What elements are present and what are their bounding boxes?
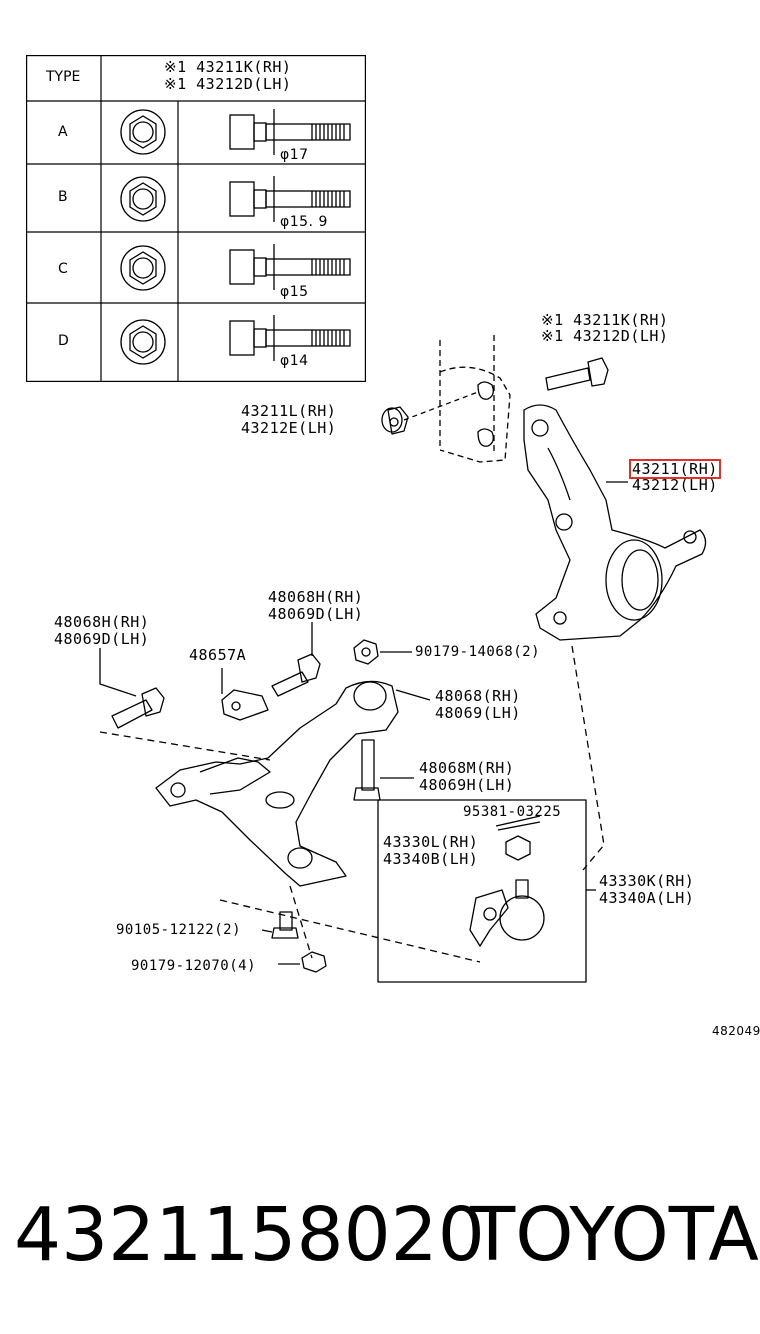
- hex-head-icon-c: [120, 245, 166, 291]
- table-row-c-dim: φ15: [280, 284, 309, 300]
- callout-bolt-left-rh: 48068H(RH): [54, 613, 150, 631]
- callout-knuckle-lh: 43212(LH): [632, 476, 718, 494]
- table-row-c-type: C: [58, 261, 68, 277]
- lower-control-arm: [155, 680, 399, 887]
- table-grid: [26, 55, 366, 382]
- callout-bolt-top-lh: ※1 43212D(LH): [541, 327, 669, 345]
- nut-43211l-icon: [381, 406, 409, 435]
- callout-arm-rh: 48068(RH): [435, 687, 521, 705]
- callout-nut-rh: 43211L(RH): [241, 402, 337, 420]
- callout-balljoint-nut-rh: 43330L(RH): [383, 833, 479, 851]
- table-header-part-rh: ※1 43211K(RH): [164, 58, 292, 76]
- table-row-a-type: A: [58, 124, 68, 140]
- suspension-exploded-view: [99, 335, 707, 983]
- callout-nut-90179-12070: 90179-12070(4): [131, 958, 257, 974]
- table-row-a-dim: φ17: [280, 147, 309, 163]
- hex-head-icon-b: [120, 176, 166, 222]
- callout-bolt-top-rh: ※1 43211K(RH): [541, 311, 669, 329]
- steering-knuckle: [523, 404, 707, 641]
- balljoint-detail-box: [377, 799, 587, 983]
- part-number: 4321158020: [14, 1192, 485, 1278]
- table-row-d-type: D: [58, 333, 69, 349]
- bolt-side-views: [229, 109, 351, 361]
- strut-bracket: [477, 381, 494, 447]
- table-header-type: TYPE: [46, 69, 81, 85]
- bolt-43211k-icon: [545, 357, 609, 391]
- bolt-48068h-mid-icon: [271, 653, 321, 697]
- ball-joint-icon: [469, 879, 545, 947]
- table-header-part-lh: ※1 43212D(LH): [164, 75, 292, 93]
- callout-cotter-pin: 95381-03225: [463, 804, 562, 820]
- nut-90179-14068-icon: [353, 639, 379, 665]
- callout-bolt-90105: 90105-12122(2): [116, 922, 242, 938]
- callout-balljoint-nut-lh: 43340B(LH): [383, 850, 479, 868]
- table-row-d-dim: φ14: [280, 353, 309, 369]
- table-row-b-type: B: [58, 189, 68, 205]
- callout-stud-rh: 48068M(RH): [419, 759, 515, 777]
- strut-outline: [439, 335, 511, 463]
- callout-bolt-left-lh: 48069D(LH): [54, 630, 150, 648]
- callout-knuckle-rh-highlighted: 43211(RH): [629, 459, 721, 479]
- table-row-b-dim: φ15. 9: [280, 214, 328, 230]
- castle-nut-icon: [505, 835, 531, 861]
- callout-balljoint-rh: 43330K(RH): [599, 872, 695, 890]
- cotter-pin-icon: [495, 815, 541, 831]
- stud-48068m-icon: [353, 739, 381, 801]
- callout-bolt-mid-lh: 48069D(LH): [268, 605, 364, 623]
- callout-stud-lh: 48069H(LH): [419, 776, 515, 794]
- callout-arm-lh: 48069(LH): [435, 704, 521, 722]
- bolt-90105-icon: [271, 911, 299, 939]
- bracket-48657a-icon: [221, 689, 269, 721]
- callout-nut-lh: 43212E(LH): [241, 419, 337, 437]
- callout-bracket: 48657A: [189, 646, 247, 664]
- callout-bolt-mid-rh: 48068H(RH): [268, 588, 364, 606]
- brand-name: TOYOTA: [470, 1192, 759, 1278]
- nut-90179-12070-icon: [301, 951, 327, 973]
- bolt-48068h-left-icon: [111, 687, 165, 729]
- hex-head-icon-d: [120, 319, 166, 365]
- hex-head-icon-a: [120, 109, 166, 155]
- callout-nut-90179-14068: 90179-14068(2): [415, 644, 541, 660]
- bolt-type-table: TYPE ※1 43211K(RH) ※1 43212D(LH) A B C D…: [26, 55, 366, 382]
- callout-balljoint-lh: 43340A(LH): [599, 889, 695, 907]
- diagram-id: 482049: [712, 1024, 760, 1038]
